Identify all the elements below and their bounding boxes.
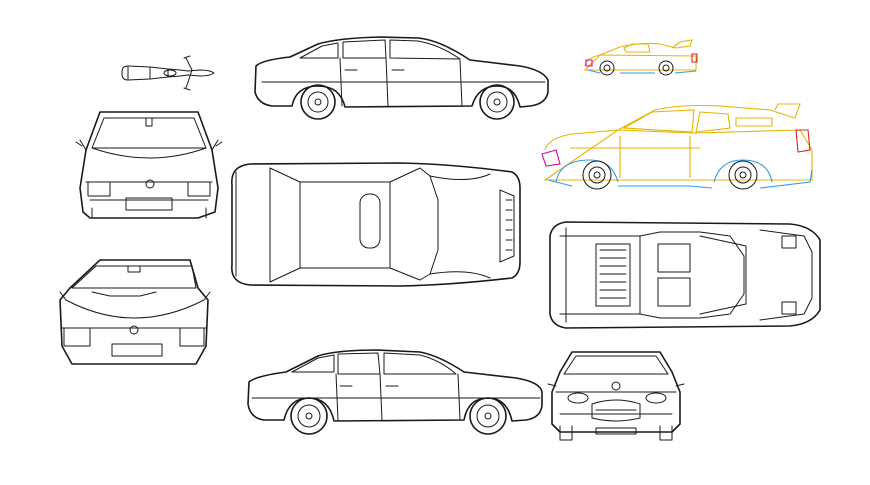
sports-car-side-view-small-colored: [583, 39, 698, 76]
sedan-side-view-top: [254, 36, 549, 120]
sports-car-front-view: [547, 351, 685, 441]
hatchback-front-view: [75, 111, 223, 219]
sedan-top-view: [231, 162, 521, 287]
sports-car-top-view: [549, 221, 821, 329]
sedan-side-view-bottom: [247, 349, 543, 435]
motorcycle-top-view: [121, 55, 215, 91]
hatchback-rear-view: [59, 259, 211, 365]
sports-car-side-view-large-colored: [541, 103, 813, 190]
